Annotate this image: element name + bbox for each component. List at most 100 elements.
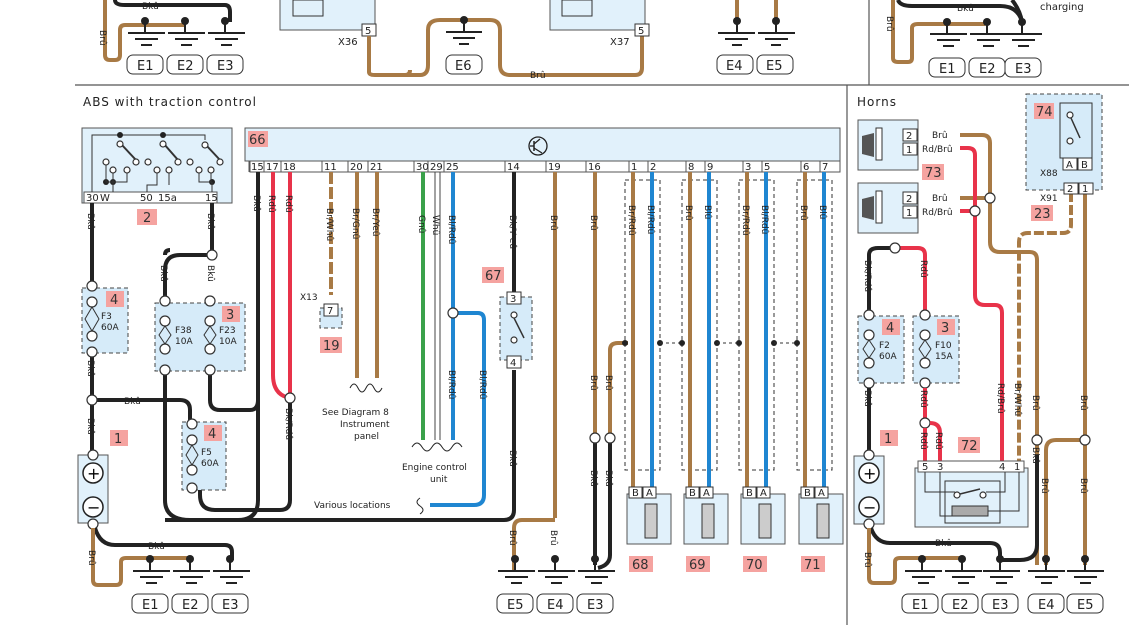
ground-group-abs-left: E1 E2 E3: [131, 555, 250, 614]
wire-label: Rdû: [918, 432, 928, 450]
component-tag: 1: [114, 432, 122, 447]
wire-label: Br/Rdû: [626, 205, 636, 236]
svg-text:+: +: [87, 464, 100, 483]
wire-label: Bkû: [588, 470, 598, 487]
fuse-rating: 10A: [219, 337, 237, 347]
svg-text:60A: 60A: [201, 459, 219, 469]
svg-text:3: 3: [937, 462, 943, 473]
svg-text:F10: F10: [935, 341, 952, 351]
wire-label: Bkû: [205, 265, 215, 282]
component-tag: 69: [689, 558, 706, 573]
svg-text:X13: X13: [300, 293, 318, 303]
ecu-pin-label: 2: [650, 162, 656, 173]
wire-brown: [608, 341, 628, 438]
battery-minus-icon: [82, 496, 104, 518]
pin-label: 15a: [158, 193, 177, 204]
wire-label: Bkû: [957, 4, 974, 14]
component-tag: 19: [323, 339, 340, 354]
ecu-pin-label: 9: [707, 162, 713, 173]
ground-label: E3: [222, 598, 239, 613]
ground-label: E3: [1015, 62, 1032, 77]
wire-red: [929, 421, 942, 462]
ecu-pin-label: 14: [507, 162, 520, 173]
svg-text:Brû: Brû: [932, 194, 948, 204]
ecu-pin-label: 8: [688, 162, 694, 173]
wire-label: Brû: [1078, 395, 1088, 411]
component-tag: 3: [226, 308, 234, 323]
wire-label: Brû: [507, 530, 517, 546]
note: panel: [354, 432, 379, 442]
ecu-pin-label: 15: [251, 162, 264, 173]
wire-label: Bkû: [148, 542, 165, 552]
wire-brown: [103, 0, 185, 62]
fuse-name: F23: [219, 326, 236, 336]
wire-brown: [400, 18, 644, 77]
wire-label: Brû: [1078, 478, 1088, 494]
wire-brown-white: [1017, 192, 1073, 462]
ecu-pin-label: 30: [416, 162, 429, 173]
horn-switch-74: 74 A B X88 2 1 X91 23: [1025, 93, 1103, 222]
ground-group-horns: E1 E2 E3 E4 E5: [901, 555, 1104, 614]
relay-icon: [292, 0, 324, 17]
horn-lower: 2 1 Brû Rd/Brû: [857, 182, 953, 234]
wire-black-red: [198, 403, 292, 512]
svg-text:Brû: Brû: [932, 131, 948, 141]
wire-label: Bl/Rdû: [645, 205, 655, 234]
wire-label: Bkû: [251, 195, 261, 212]
ecu-pin-label: 16: [588, 162, 601, 173]
ground-label-box: [206, 54, 244, 75]
svg-text:5: 5: [922, 462, 928, 473]
wire-label: Br/Gnû: [350, 208, 360, 239]
ground-label: E5: [507, 598, 524, 613]
wire-label: Br/Rdû: [740, 205, 750, 236]
svg-text:4: 4: [510, 358, 516, 369]
ground-label: E2: [979, 62, 996, 77]
wire-label: Brû: [1030, 395, 1040, 411]
ground-label: E3: [992, 598, 1009, 613]
ground-label-box: [445, 54, 483, 75]
svg-text:A: A: [760, 488, 767, 499]
ecu-pin-label: 7: [822, 162, 828, 173]
ecu-pin-label: 17: [266, 162, 279, 173]
svg-text:F5: F5: [201, 448, 212, 458]
ground-label: E1: [939, 62, 956, 77]
horn-upper: 2 1 Brû Rd/Brû: [857, 119, 953, 171]
ecu-pin-label: 5: [764, 162, 770, 173]
wire-label: Brû: [588, 375, 598, 391]
fuse-name: F38: [175, 326, 192, 336]
ground-label-box: [166, 54, 204, 75]
ground-label: E2: [952, 598, 969, 613]
ecu-wire-labels: Bkû Rdû Rdû Br/Whû Br/Gnû Br/Yeû Gnû Whû…: [251, 195, 613, 546]
wire-black: [597, 438, 612, 570]
wire-label: Blû: [702, 205, 712, 219]
wire-label: Gnû: [416, 215, 426, 233]
svg-text:1: 1: [1014, 462, 1020, 473]
shield-outline: [796, 179, 833, 471]
wire-label: Bkû: [507, 450, 517, 467]
ecu-pin-label: 29: [430, 162, 443, 173]
ground-label: E1: [142, 598, 159, 613]
wire-label: Brû: [683, 205, 693, 221]
wire-label: Br/Yeû: [370, 208, 380, 236]
svg-text:A: A: [703, 488, 710, 499]
pin-label: 5: [638, 26, 644, 37]
svg-text:−: −: [863, 498, 876, 517]
ecu-pin-label: 1: [631, 162, 637, 173]
pin-box: [634, 23, 650, 37]
component-tag: 67: [485, 269, 502, 284]
wire-label: Brû: [548, 530, 558, 546]
pin-label: W: [100, 193, 110, 204]
relay-icon: [561, 0, 593, 17]
component-tag: 4: [208, 427, 216, 442]
svg-text:60A: 60A: [879, 352, 897, 362]
wire-label: Bkû: [862, 390, 872, 407]
ground-label: E2: [177, 59, 194, 74]
ground-label: E4: [726, 59, 743, 74]
wire-label: Bkû: [124, 397, 141, 407]
ground-label: E2: [182, 598, 199, 613]
svg-text:2: 2: [1067, 184, 1073, 195]
component-tag: 23: [1034, 207, 1051, 222]
ecu-pin-label: 21: [370, 162, 383, 173]
